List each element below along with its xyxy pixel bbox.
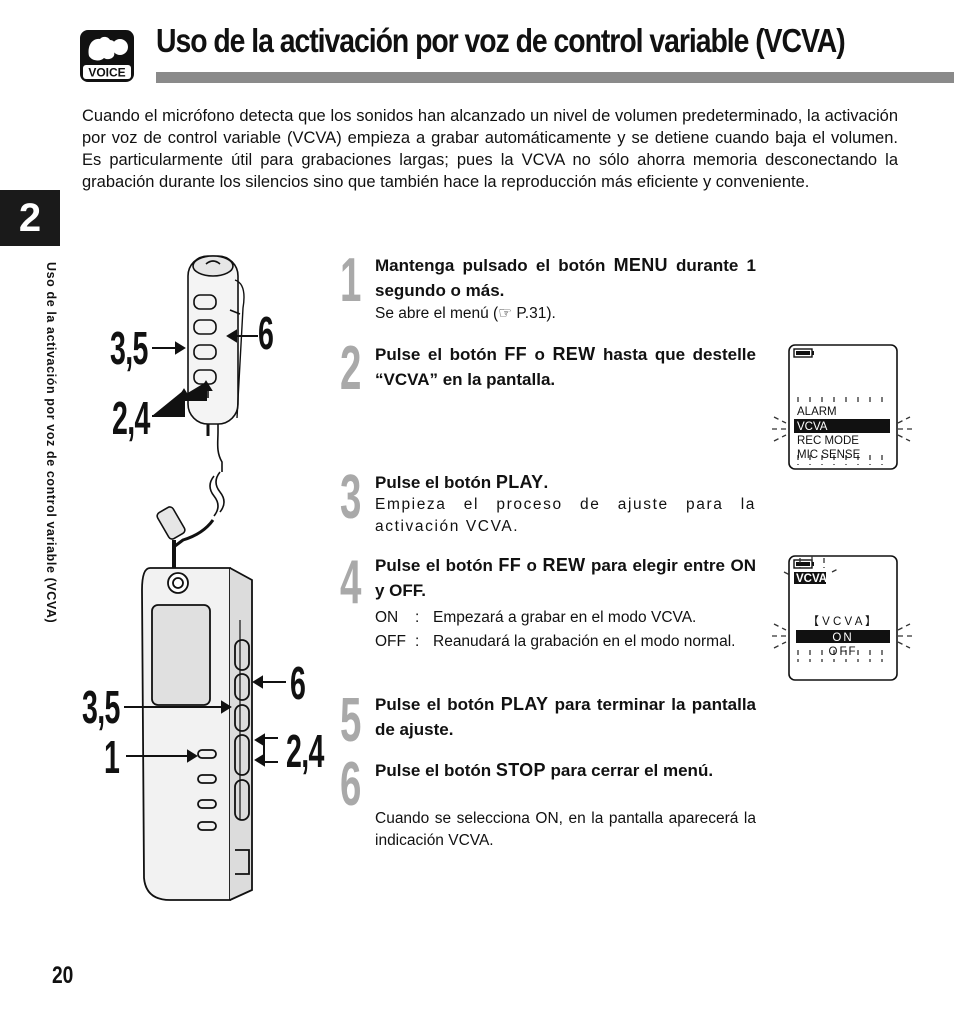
step-1-heading: Mantenga pulsado el botón MENU durante 1… [375,255,756,300]
step-2-heading: Pulse el botón FF o REW hasta que destel… [375,344,756,389]
chapter-tab: 2 [0,190,60,246]
page-title: Uso de la activación por voz de control … [156,22,846,59]
lcd-option-off: OFF [829,646,858,658]
lcd-menu-screen: ALARM VCVA REC MODE MIC SENSE [772,344,912,470]
step-number-6: 6 [340,750,362,819]
rew-key: REW [542,555,586,575]
callout-body-6: 6 [290,657,306,709]
voice-logo-icon: VOICE [80,30,134,82]
lcd-menu-item-vcva: VCVA [797,421,828,433]
recorder-body [141,567,253,901]
lcd-menu-item-alarm: ALARM [797,406,837,418]
callout-remote-3-5: 3,5 [110,322,148,374]
step-number-2: 2 [340,334,362,403]
rew-key: REW [552,344,596,364]
step-1-body: Se abre el menú (☞ P.31). [375,305,556,322]
recorder-illustration [124,255,286,901]
step-3-heading: Pulse el botón PLAY. [375,472,549,492]
step-6-body: Cuando se selecciona ON, en la pantalla … [375,810,756,849]
page-number: 20 [52,962,74,989]
callout-remote-6: 6 [258,307,274,359]
ff-key: FF [498,555,521,575]
lcd-vcva-screen: VCVA 【 V C V A 】 ON OFF [772,555,912,681]
step-6-heading: Pulse el botón STOP para cerrar el menú. [375,760,714,780]
step-3-body: Empieza el proceso de ajuste para la act… [375,496,756,535]
callout-body-1: 1 [104,731,120,783]
lcd-vcva-title: 【 V C V A 】 [807,615,876,628]
ff-key: FF [504,344,527,364]
callout-arrows [124,329,286,767]
side-label: Uso de la activación por voz de control … [38,262,58,722]
step-4-off-option: OFF:Reanudará la grabación en el modo no… [375,633,736,650]
lcd-menu-item-mic-sense: MIC SENSE [797,449,861,461]
battery-icon [793,348,814,358]
lcd-option-on: ON [832,632,853,644]
play-key: PLAY [495,472,544,492]
vcva-badge: VCVA [796,573,827,585]
step-number-4: 4 [340,548,362,617]
callout-body-2-4: 2,4 [286,725,324,777]
lcd-menu-item-rec-mode: REC MODE [797,435,859,447]
step-number-3: 3 [340,463,362,532]
step-4-heading: Pulse el botón FF o REW para elegir entr… [375,555,756,600]
callout-remote-2-4: 2,4 [112,392,150,444]
remote-microphone [156,255,245,586]
step-number-5: 5 [340,686,362,755]
side-label-text: Uso de la activación por voz de control … [44,262,58,624]
stop-key: STOP [495,760,546,780]
callout-body-3-5: 3,5 [82,681,120,733]
step-number-1: 1 [340,246,362,315]
intro-paragraph: Cuando el micrófono detecta que los soni… [82,107,898,191]
play-key: PLAY [500,694,549,714]
page-ref-icon: ☞ [498,305,513,322]
step-5-heading: Pulse el botón PLAY para terminar la pan… [375,694,757,739]
battery-icon [793,559,814,569]
title-rule [156,72,954,83]
voice-logo-text: VOICE [88,66,125,80]
step-4-on-option: ON:Empezará a grabar en el modo VCVA. [375,609,697,626]
menu-key: MENU [613,255,668,275]
